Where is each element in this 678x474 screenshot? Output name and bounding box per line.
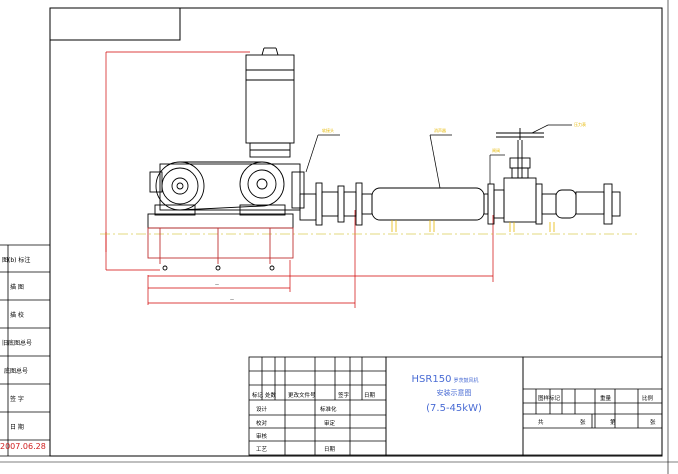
model-code: HSR150 xyxy=(412,374,452,385)
strip-label-7: 日 期 xyxy=(10,423,24,431)
right-label-scale: 比例 xyxy=(642,394,654,402)
callout-3: 闸阀 xyxy=(492,147,500,153)
sig-row1-label: 设计 xyxy=(256,405,268,413)
sig-row3-label: 审核 xyxy=(256,432,268,440)
sig-header-count: 处数 xyxy=(265,391,277,399)
sig-header-date: 日期 xyxy=(364,392,376,399)
strip-label-1: 图(b) 标注 xyxy=(2,256,30,264)
right-label-mark: 图样标记 xyxy=(538,394,561,402)
strip-label-4: 旧底图总号 xyxy=(2,339,32,347)
model-suffix: 罗茨鼓风机 xyxy=(453,377,478,384)
title-corner-box xyxy=(49,7,181,41)
right-label-sheet: 张 xyxy=(650,418,656,426)
signature-block xyxy=(248,356,387,456)
drawing-subtitle: 安装示意图 xyxy=(437,388,472,397)
sig-header-mark: 标记 xyxy=(252,391,264,399)
strip-label-5: 底图总号 xyxy=(4,367,28,375)
callout-4: 压力表 xyxy=(574,121,586,127)
right-label-sheets: 张 xyxy=(580,418,586,426)
pipe-supports xyxy=(391,220,555,232)
right-label-weight: 重量 xyxy=(600,394,612,402)
callout-2: 消声器 xyxy=(434,127,446,133)
sig-header-file: 更改文件号 xyxy=(288,391,316,399)
sig-row4-label: 工艺 xyxy=(256,446,268,453)
discharge-piping xyxy=(299,177,621,226)
dim-mark-1: — xyxy=(215,282,219,287)
motor xyxy=(245,47,295,158)
strip-label-3: 描 校 xyxy=(10,311,24,319)
base-frame xyxy=(147,213,294,271)
title-block-right xyxy=(522,356,663,456)
strip-label-6: 签 字 xyxy=(10,395,24,403)
gate-valve xyxy=(496,128,544,179)
dim-mark-2: — xyxy=(230,297,234,302)
right-label-total: 共 xyxy=(538,418,544,426)
sig-row1-mid: 标准化 xyxy=(320,405,337,413)
strip-label-2: 描 图 xyxy=(10,283,24,291)
sig-row4-mid: 日期 xyxy=(324,446,336,453)
belt-drive xyxy=(149,161,305,216)
callout-leaders xyxy=(305,124,572,189)
callout-1: 软接头 xyxy=(322,127,334,133)
right-label-no: 第 xyxy=(610,418,616,426)
sig-row2-mid: 审定 xyxy=(324,419,336,427)
strip-date: 2007.06.28 xyxy=(0,442,46,451)
left-binding-strip xyxy=(0,244,50,457)
power-range: (7.5-45kW) xyxy=(426,403,482,414)
sig-header-sign: 签字 xyxy=(338,391,350,399)
sig-row2-label: 校对 xyxy=(256,419,268,427)
sheet-border xyxy=(49,7,663,457)
dimension-lines xyxy=(105,51,494,308)
